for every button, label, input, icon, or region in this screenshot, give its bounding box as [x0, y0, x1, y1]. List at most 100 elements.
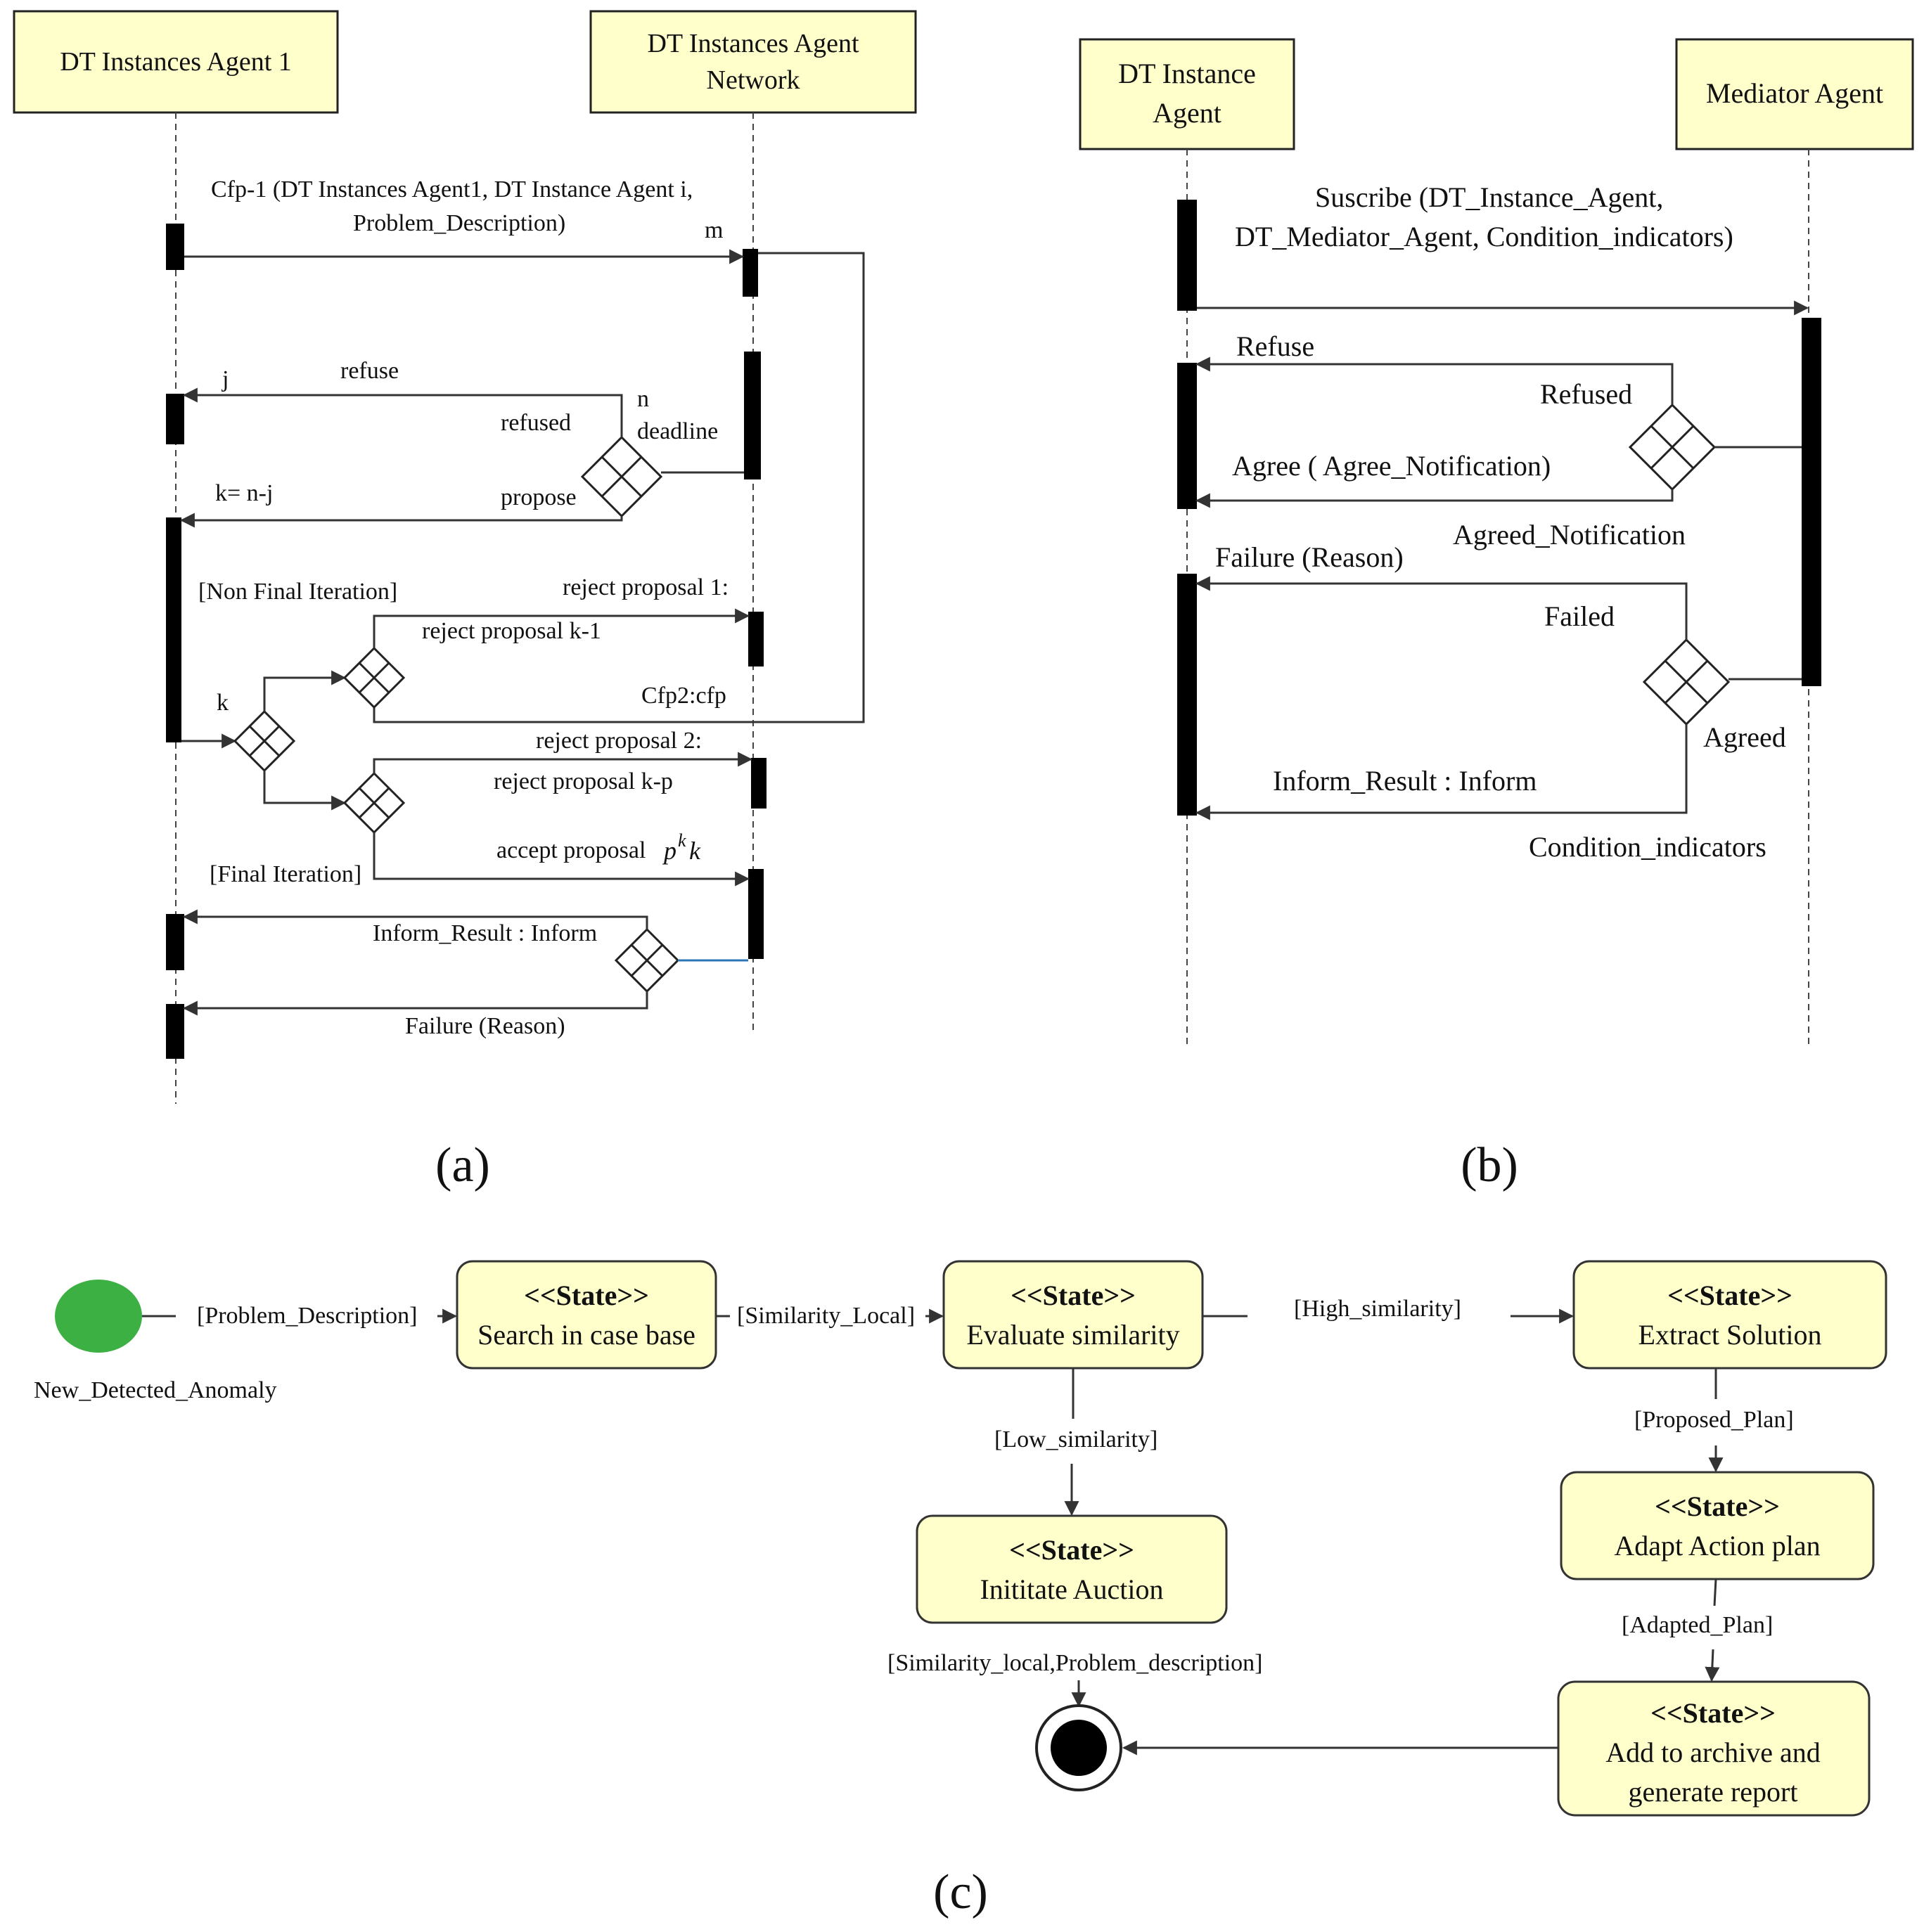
caption-a: (a)	[435, 1138, 490, 1192]
message-inform-arrow	[1195, 724, 1688, 820]
label-condition: Condition_indicators	[1529, 831, 1766, 863]
gateway-non-final	[342, 646, 406, 709]
state-adapt	[1560, 1471, 1875, 1580]
label-agreed-notification: Agreed_Notification	[1453, 519, 1686, 550]
label-k: k	[217, 690, 229, 716]
message-reject-kp-arrow	[373, 752, 753, 773]
gateway-iteration	[233, 709, 296, 773]
label-inform: Inform_Result : Inform	[373, 920, 597, 946]
actor-mediator-label: Mediator Agent	[1706, 77, 1883, 109]
state-auction-label: Inititate Auction	[980, 1573, 1163, 1605]
gateway-failure-inform	[1642, 638, 1731, 726]
message-reject-k1-arrow	[373, 608, 750, 648]
label-cfp2: Cfp2:cfp	[641, 683, 726, 709]
activation-bar	[751, 758, 767, 809]
label-k-eq: k= n-j	[215, 480, 273, 506]
label-reject-k1: reject proposal k-1	[422, 618, 601, 644]
gateway-result	[614, 927, 680, 993]
label-refused: Refused	[1540, 378, 1632, 410]
actor-network-label-2: Network	[707, 65, 800, 95]
message-failure-arrow	[1195, 576, 1688, 640]
label-failed: Failed	[1544, 600, 1615, 632]
message-cfp1-label: Cfp-1 (DT Instances Agent1, DT Instance …	[211, 176, 693, 202]
activation-bar	[1802, 318, 1821, 686]
label-accept-symbol: p	[662, 837, 676, 865]
panel-c: New_Detected_Anomaly [Problem_Descriptio…	[34, 1260, 1887, 1919]
label-non-final: [Non Final Iteration]	[198, 579, 397, 605]
activation-bar	[743, 249, 758, 297]
state-archive-label: Add to archive and	[1605, 1737, 1820, 1768]
activation-bar	[1177, 363, 1197, 509]
label-final: [Final Iteration]	[210, 861, 361, 887]
message-subscribe-label: Suscribe (DT_Instance_Agent,	[1315, 181, 1663, 213]
message-failure-arrow	[182, 991, 648, 1016]
actor-box-agent1	[13, 10, 339, 114]
label-agree: Agree ( Agree_Notification)	[1232, 450, 1551, 482]
state-auction	[916, 1514, 1228, 1624]
guard-high: [High_similarity]	[1294, 1296, 1461, 1322]
activation-bar	[166, 394, 184, 444]
state-stereotype: <<State>>	[1667, 1280, 1792, 1311]
state-adapt-label: Adapt Action plan	[1614, 1530, 1820, 1561]
guard-auction-out: [Similarity_local,Problem_description]	[887, 1650, 1263, 1676]
message-refuse-arrow	[182, 387, 623, 437]
label-reject2: reject proposal 2:	[536, 728, 702, 754]
message-inform-arrow	[182, 909, 648, 929]
label-failure: Failure (Reason)	[1215, 541, 1404, 573]
connector	[263, 670, 347, 711]
activation-bar	[166, 224, 184, 270]
label-deadline: deadline	[637, 418, 718, 444]
start-node	[55, 1280, 142, 1353]
actor-agent1-label: DT Instances Agent 1	[60, 47, 292, 77]
label-n: n	[637, 386, 649, 412]
state-search	[456, 1260, 717, 1370]
state-extract	[1572, 1260, 1887, 1370]
activation-bar	[166, 1004, 184, 1059]
label-accept-k: k	[689, 837, 701, 865]
activation-bar	[748, 612, 764, 666]
guard-low: [Low_similarity]	[994, 1427, 1157, 1453]
actor-box-mediator	[1675, 38, 1914, 150]
label-reject1: reject proposal 1:	[563, 574, 729, 600]
state-stereotype: <<State>>	[1655, 1490, 1780, 1522]
end-node-core	[1051, 1720, 1107, 1776]
message-accept-arrow	[373, 832, 750, 887]
state-stereotype: <<State>>	[1009, 1534, 1134, 1566]
activation-bar	[1177, 574, 1197, 816]
guard-proposed: [Proposed_Plan]	[1634, 1407, 1794, 1433]
gateway-refuse-agree	[1628, 403, 1717, 491]
state-evaluate-label: Evaluate similarity	[966, 1319, 1179, 1351]
label-propose: propose	[501, 484, 577, 510]
guard-adapted: [Adapted_Plan]	[1622, 1612, 1773, 1638]
transition-arrow	[1705, 1649, 1720, 1682]
state-stereotype: <<State>>	[1011, 1280, 1136, 1311]
guard-similarity-local: [Similarity_Local]	[737, 1303, 915, 1329]
state-evaluate	[942, 1260, 1204, 1370]
label-reject-kp: reject proposal k-p	[494, 768, 673, 794]
state-extract-label: Extract Solution	[1638, 1319, 1821, 1351]
label-agreed: Agreed	[1703, 721, 1786, 753]
gateway-final	[342, 771, 406, 835]
connector	[263, 771, 347, 811]
label-accept: accept proposal	[496, 837, 646, 863]
actor-dt-instance-label: DT Instance	[1118, 58, 1256, 89]
actor-box-dt-instance	[1079, 38, 1295, 150]
actor-network-label: DT Instances Agent	[647, 29, 859, 58]
actor-dt-instance-label-2: Agent	[1153, 97, 1221, 129]
activation-bar	[166, 914, 184, 970]
state-stereotype: <<State>>	[1650, 1697, 1776, 1729]
gateway-refuse-propose	[580, 435, 663, 518]
start-node-label: New_Detected_Anomaly	[34, 1377, 277, 1403]
connector	[1713, 1578, 1717, 1606]
activation-bar	[744, 352, 761, 479]
label-accept-sup: k	[678, 830, 686, 851]
label-refuse: refuse	[340, 358, 399, 384]
label-refuse: Refuse	[1236, 330, 1314, 362]
actor-box-network	[589, 10, 917, 114]
panel-b: DT Instance Agent Mediator Agent Suscrib…	[1079, 38, 1914, 1192]
caption-c: (c)	[933, 1865, 988, 1919]
state-search-label: Search in case base	[477, 1319, 695, 1351]
panel-a: DT Instances Agent 1 DT Instances Agent …	[13, 10, 917, 1192]
state-archive-label-2: generate report	[1629, 1776, 1798, 1808]
